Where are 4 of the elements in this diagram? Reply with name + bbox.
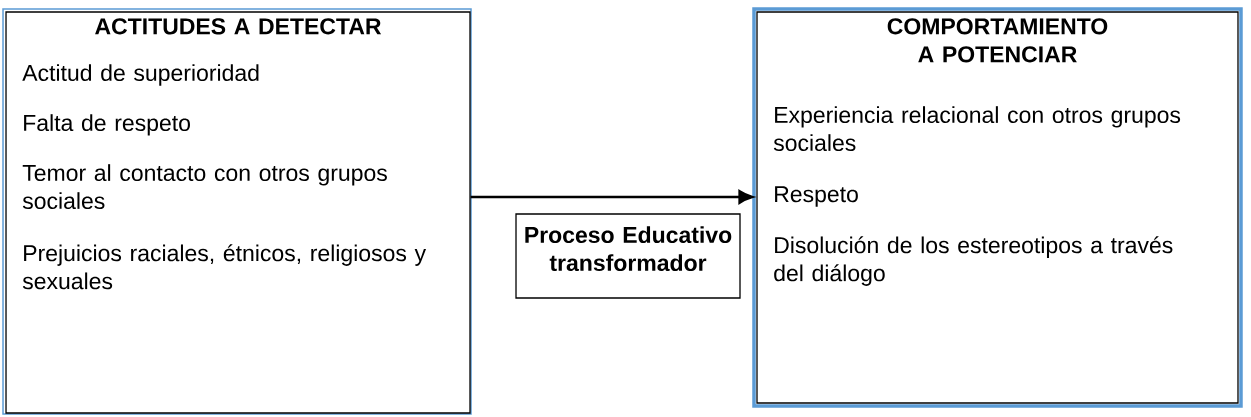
text-box: COMPORTAMIENTO A POTENCIAR Experiencia relacional con otros grupos sociales Respeto Disolución de los estereotipos a través del diálogo (752, 7, 1243, 408)
process-box: Proceso Educativo transformador (515, 213, 741, 299)
text-box: ACTITUDES A DETECTAR Actitud de superioridad Falta de respeto Temor al contacto con otros grupos sociales Prejuicios raciales, étnicos, religiosos y sexuales (2, 8, 472, 415)
arrow (470, 190, 754, 204)
